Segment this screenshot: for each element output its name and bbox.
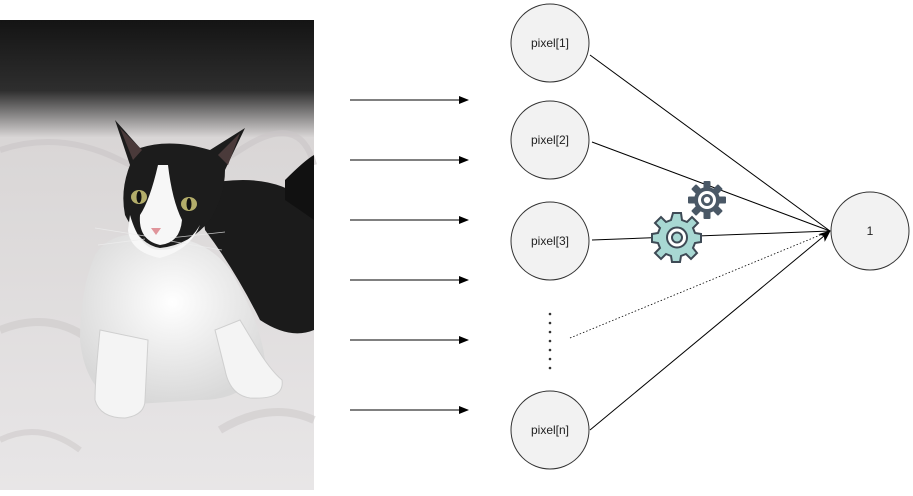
connection-2 (591, 141, 831, 232)
connection-1 (589, 54, 831, 232)
gear-icon (651, 212, 702, 263)
input-node-label: pixel[n] (531, 423, 569, 437)
cat-photo (0, 20, 317, 490)
input-arrows (350, 96, 469, 414)
input-node-2: pixel[2] (510, 100, 590, 180)
gear-icon (688, 181, 726, 219)
output-node: 1 (830, 191, 910, 271)
output-node-label: 1 (867, 224, 874, 238)
connection-3 (591, 230, 831, 241)
input-node-n: pixel[n] (510, 390, 590, 470)
input-node-label: pixel[2] (531, 133, 569, 147)
input-node-1: pixel[1] (510, 3, 590, 83)
connection-n (589, 230, 831, 431)
input-node-3: pixel[3] (510, 201, 590, 281)
ellipsis-dots (548, 312, 552, 370)
connection-dotted (569, 230, 831, 339)
input-node-label: pixel[3] (531, 234, 569, 248)
connections (569, 54, 831, 431)
input-node-label: pixel[1] (531, 36, 569, 50)
